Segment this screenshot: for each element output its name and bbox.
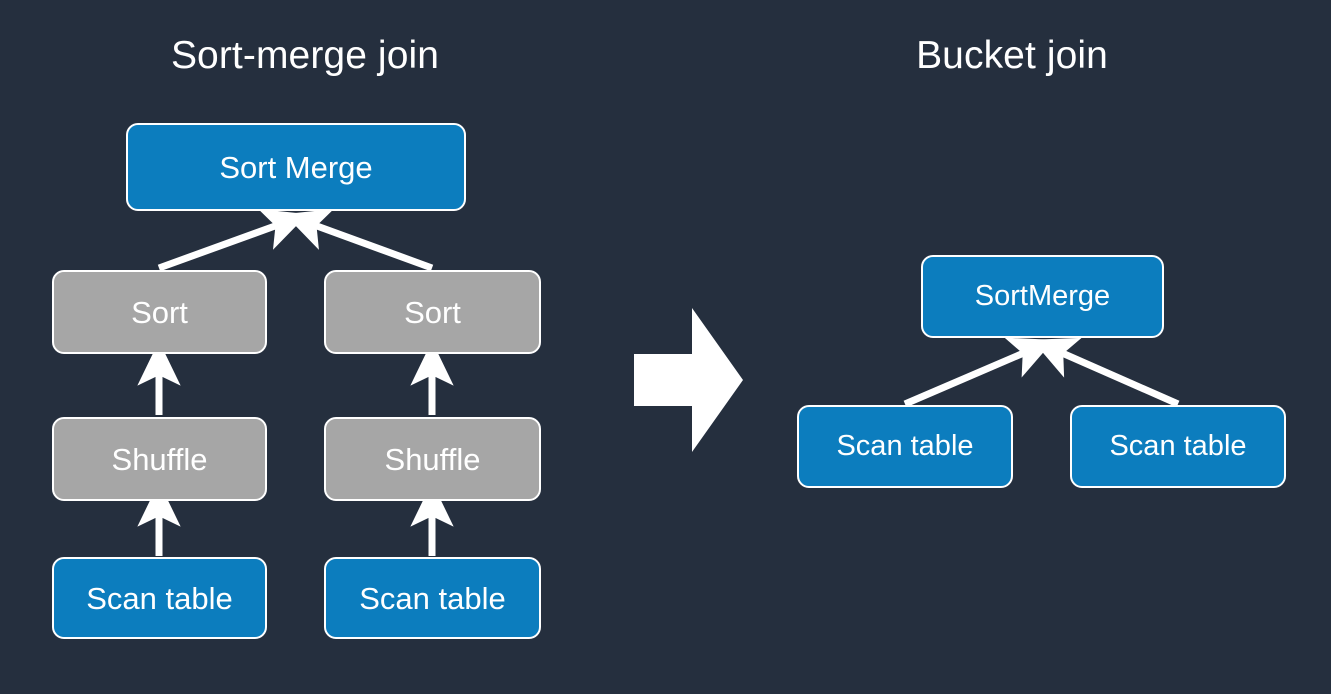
node-bucket-scan-table-right[interactable]: Scan table [1070,405,1286,488]
node-sort-right[interactable]: Sort [324,270,541,354]
node-sort-merge[interactable]: Sort Merge [126,123,466,211]
right-arrow-icon [634,308,743,452]
right-panel-title: Bucket join [916,34,1108,77]
right-tree-diagonal-connectors [903,337,1180,408]
left-tree-diagonal-connectors [157,208,434,272]
node-scan-table-right[interactable]: Scan table [324,557,541,639]
left-panel-title: Sort-merge join [170,34,440,77]
node-shuffle-left[interactable]: Shuffle [52,417,267,501]
node-shuffle-right[interactable]: Shuffle [324,417,541,501]
node-sortmerge[interactable]: SortMerge [921,255,1164,338]
node-sort-left[interactable]: Sort [52,270,267,354]
node-scan-table-left[interactable]: Scan table [52,557,267,639]
node-bucket-scan-table-left[interactable]: Scan table [797,405,1013,488]
